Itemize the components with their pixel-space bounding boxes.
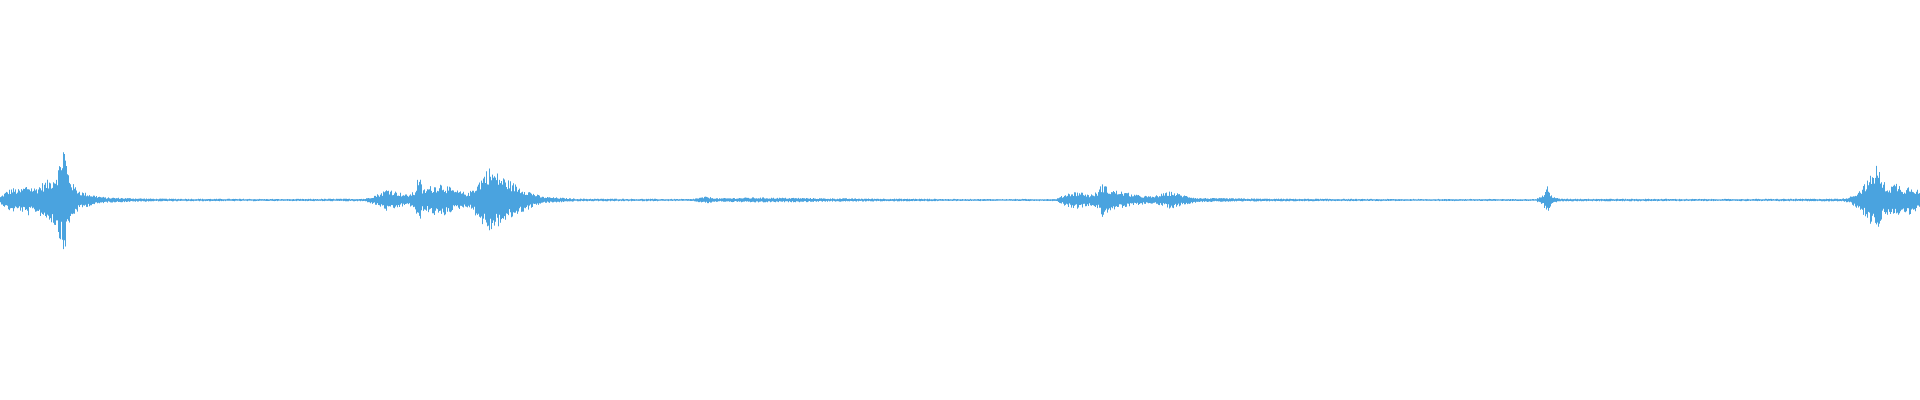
waveform-path xyxy=(0,152,1920,250)
waveform-samples xyxy=(0,152,1920,250)
